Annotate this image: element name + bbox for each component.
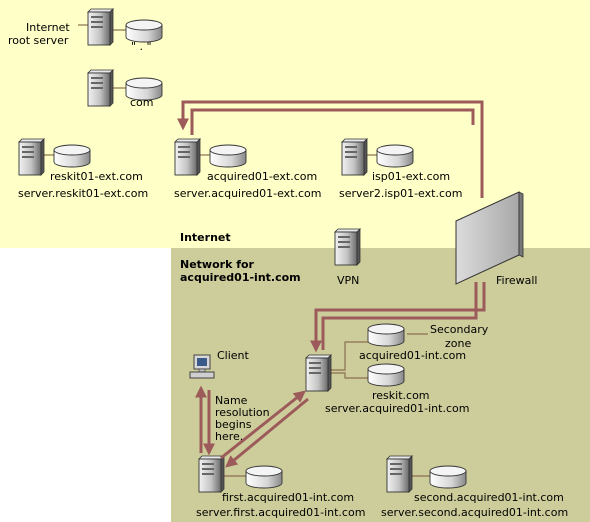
- firewall-label: Firewall: [496, 274, 537, 287]
- first-zone-label: first.acquired01-int.com: [222, 491, 354, 504]
- acquired-ext-zone-label: acquired01-ext.com: [207, 170, 317, 183]
- first-server-icon: [198, 455, 225, 493]
- network-zone-label-line1: Network for: [180, 258, 255, 271]
- acquired-ext-server-label: server.acquired01-ext.com: [174, 187, 322, 200]
- client-note-line3: begins: [215, 418, 252, 431]
- reskit-ext-server-icon: [18, 138, 45, 176]
- reskit-ext-zone-label: reskit01-ext.com: [50, 170, 143, 183]
- isp-zone-label: isp01-ext.com: [372, 170, 450, 183]
- root-server-icon: [87, 8, 114, 46]
- client-note-line2: resolution: [215, 406, 270, 419]
- first-server-label: server.first.acquired01-int.com: [196, 506, 365, 519]
- vpn-label: VPN: [337, 274, 359, 287]
- reskit-int-zone-label: reskit.com: [372, 389, 430, 402]
- client-computer-icon: [189, 354, 215, 379]
- connector-lines: [44, 24, 430, 477]
- internet-zone-label: Internet: [180, 231, 231, 244]
- root-label-line2: root server: [8, 34, 69, 47]
- client-note-line4: here.: [215, 430, 243, 443]
- acquired-int-server-icon: [305, 354, 332, 392]
- root-db-label: " . ": [131, 40, 152, 53]
- acquired-int-zone-label: acquired01-int.com: [359, 349, 466, 362]
- com-label: com: [130, 96, 154, 109]
- client-label: Client: [217, 349, 250, 362]
- secondary-zone-label-line1: Secondary: [430, 323, 489, 336]
- firewall-icon: [455, 191, 524, 285]
- com-server-icon: [87, 69, 114, 107]
- isp-db-icon: [376, 144, 414, 168]
- reskit-ext-db-icon: [53, 144, 91, 168]
- root-label-line1: Internet: [26, 21, 70, 34]
- first-db-icon: [245, 465, 283, 489]
- secondary-zone-label-line2: zone: [445, 337, 471, 350]
- isp-server-icon: [341, 138, 368, 176]
- acquired-int-db-icon: [367, 323, 405, 347]
- isp-server-label: server2.isp01-ext.com: [339, 187, 462, 200]
- root-db-icon: [125, 19, 163, 43]
- query-arrows: [177, 100, 486, 468]
- acquired-ext-server-icon: [174, 138, 201, 176]
- second-db-icon: [429, 465, 467, 489]
- second-server-label: server.second.acquired01-int.com: [381, 506, 568, 519]
- reskit-int-db-icon: [367, 363, 405, 387]
- client-note-line1: Name: [215, 394, 248, 407]
- acquired-ext-db-icon: [209, 144, 247, 168]
- second-server-icon: [386, 455, 413, 493]
- vpn-server-icon: [334, 228, 361, 266]
- network-zone-label-line2: acquired01-int.com: [180, 271, 301, 284]
- reskit-ext-server-label: server.reskit01-ext.com: [18, 187, 148, 200]
- second-zone-label: second.acquired01-int.com: [414, 491, 564, 504]
- acquired-int-server-label: server.acquired01-int.com: [325, 402, 469, 415]
